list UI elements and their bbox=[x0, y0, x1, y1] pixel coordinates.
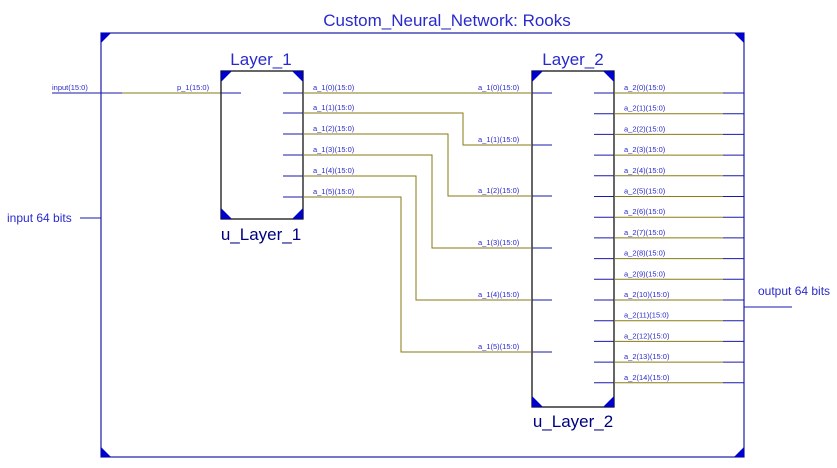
layer2-input-pin-label: a_1(3)(15:0) bbox=[478, 238, 520, 247]
layer2-output-pin-label: a_2(10)(15:0) bbox=[624, 290, 670, 299]
frame-corner-tl bbox=[101, 33, 111, 43]
layer1-name: Layer_1 bbox=[230, 50, 291, 69]
layer2-corner-bl bbox=[532, 396, 543, 407]
layer2-output-pin-label: a_2(12)(15:0) bbox=[624, 331, 670, 340]
layer2-output-pin-label: a_2(8)(15:0) bbox=[624, 249, 666, 258]
layer1-output-pin-label: a_1(1)(15:0) bbox=[313, 103, 355, 112]
top-input-port-label: input 64 bits bbox=[7, 211, 72, 225]
layer2-output-pin-label: a_2(7)(15:0) bbox=[624, 228, 666, 237]
top-module-frame[interactable] bbox=[100, 32, 745, 458]
layer1-corner-tl bbox=[221, 71, 232, 82]
layer2-input-pin-label: a_1(1)(15:0) bbox=[478, 135, 520, 144]
layer2-input-pin-label: a_1(0)(15:0) bbox=[478, 83, 520, 92]
layer2-output-pin-label: a_2(14)(15:0) bbox=[624, 373, 670, 382]
interconnect-wires bbox=[303, 92, 532, 353]
net-wire-a1-2 bbox=[303, 133, 532, 197]
net-wire-a1-4 bbox=[303, 175, 532, 301]
layer1-corner-br bbox=[292, 208, 303, 219]
layer2-input-pin-label: a_1(2)(15:0) bbox=[478, 186, 520, 195]
layer1-corner-tr bbox=[292, 71, 303, 82]
layer1-output-pin-label: a_1(0)(15:0) bbox=[313, 83, 355, 92]
layer2-output-pin-label: a_2(3)(15:0) bbox=[624, 145, 666, 154]
layer1-instance: u_Layer_1 bbox=[221, 225, 301, 244]
net-wire-a1-1 bbox=[303, 112, 532, 146]
layer1-output-pin-label: a_1(2)(15:0) bbox=[313, 124, 355, 133]
net-wire-a1-3 bbox=[303, 154, 532, 249]
layer2-corner-br bbox=[603, 396, 614, 407]
diagram-title: Custom_Neural_Network: Rooks bbox=[323, 11, 571, 30]
layer2-output-pin-label: a_2(13)(15:0) bbox=[624, 352, 670, 361]
layer2-output-pin-label: a_2(6)(15:0) bbox=[624, 207, 666, 216]
layer1-input-pin-label: p_1(15:0) bbox=[177, 83, 210, 92]
layer1-corner-bl bbox=[221, 208, 232, 219]
layer2-output-pins: a_2(0)(15:0) a_2(1)(15:0) a_2(2)(15:0) a_2(… bbox=[594, 83, 744, 384]
layer2-input-pin-label: a_1(4)(15:0) bbox=[478, 290, 520, 299]
layer2-output-pin-label: a_2(11)(15:0) bbox=[624, 311, 669, 320]
frame-corner-tr bbox=[734, 33, 744, 43]
layer2-input-pins: a_1(0)(15:0) a_1(1)(15:0) a_1(2)(15:0) a_1(… bbox=[478, 83, 552, 353]
frame-corner-br bbox=[734, 447, 744, 457]
layer2-instance: u_Layer_2 bbox=[533, 412, 613, 431]
layer1-output-pin-label: a_1(5)(15:0) bbox=[313, 187, 355, 196]
input-net-label: input(15:0) bbox=[52, 83, 88, 92]
top-output-port-label: output 64 bits bbox=[758, 284, 830, 298]
layer2-input-pin-label: a_1(5)(15:0) bbox=[478, 342, 520, 351]
layer1-output-pin-label: a_1(4)(15:0) bbox=[313, 166, 355, 175]
layer2-output-pin-label: a_2(9)(15:0) bbox=[624, 269, 666, 278]
layer2-output-pin-label: a_2(1)(15:0) bbox=[624, 104, 666, 113]
frame-corner-bl bbox=[101, 447, 111, 457]
layer2-output-pin-label: a_2(0)(15:0) bbox=[624, 83, 666, 92]
layer2-corner-tr bbox=[603, 71, 614, 82]
layer2-output-pin-label: a_2(4)(15:0) bbox=[624, 166, 666, 175]
layer2-output-pin-label: a_2(2)(15:0) bbox=[624, 124, 666, 133]
net-wire-a1-5 bbox=[303, 196, 532, 353]
layer2-name: Layer_2 bbox=[542, 50, 603, 69]
layer2-corner-tl bbox=[532, 71, 543, 82]
layer1-output-pin-label: a_1(3)(15:0) bbox=[313, 145, 355, 154]
layer1-block[interactable] bbox=[220, 70, 304, 220]
layer2-output-pin-label: a_2(5)(15:0) bbox=[624, 187, 666, 196]
layer1-output-pins: a_1(0)(15:0) a_1(1)(15:0) a_1(2)(15:0) a_1(… bbox=[283, 83, 355, 198]
layer2-block[interactable] bbox=[531, 70, 615, 408]
